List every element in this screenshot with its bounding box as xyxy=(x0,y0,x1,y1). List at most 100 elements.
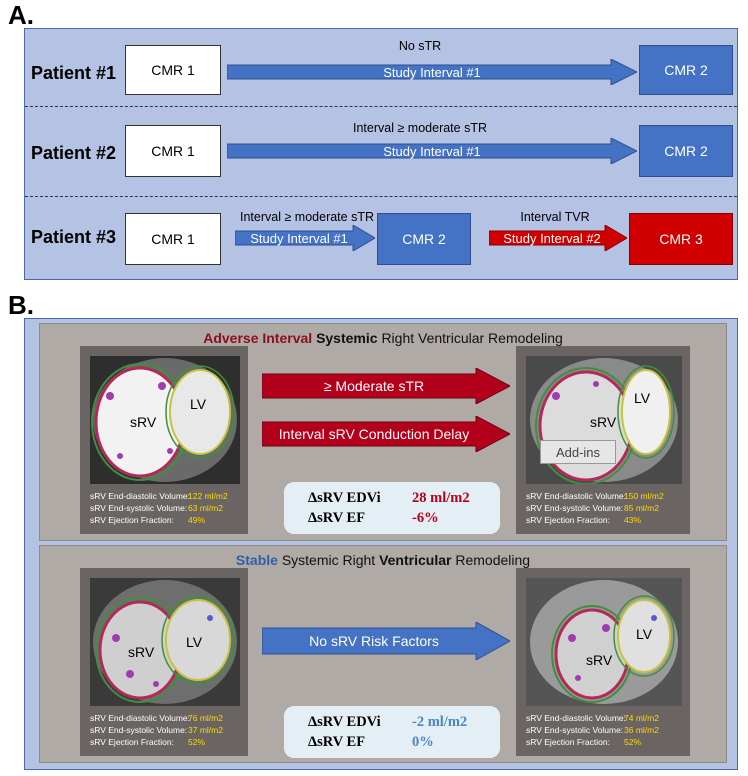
row-divider xyxy=(25,196,737,197)
heading-word: Remodeling xyxy=(455,552,531,568)
arrow-label: Interval sRV Conduction Delay xyxy=(278,426,470,442)
cmr-image: sRV LV xyxy=(90,356,240,484)
conduction-delay-arrow: Interval sRV Conduction Delay xyxy=(262,416,510,452)
adverse-heading: Adverse Interval Systemic Right Ventricu… xyxy=(40,330,726,346)
cmr-1-box: CMR 1 xyxy=(125,213,221,265)
lv-label: LV xyxy=(186,634,203,650)
metric-name: sRV End-systolic Volume: xyxy=(90,725,188,735)
metric-name: sRV End-systolic Volume: xyxy=(526,503,624,513)
metric-value: 52% xyxy=(188,737,206,747)
delta-value: 28 ml/m2 xyxy=(412,490,470,506)
cmr-image: sRV LV xyxy=(90,578,240,706)
delta-value: 0% xyxy=(412,734,434,750)
arrow-shape xyxy=(489,225,627,251)
post-cmr-image-panel: sRV LV sRV End-diastolic Volume: 74 ml/m… xyxy=(516,568,690,756)
metric-name: sRV End-diastolic Volume: xyxy=(526,491,627,501)
heart-graphic xyxy=(90,578,240,706)
metric-name: sRV End-diastolic Volume: xyxy=(526,713,627,723)
metric-value: 150 ml/m2 xyxy=(624,491,664,501)
heading-word: Systemic Right xyxy=(281,552,376,568)
metric-value: 63 ml/m2 xyxy=(188,503,223,513)
pre-cmr-image-panel: sRV LV sRV End-diastolic Volume: 122 ml/… xyxy=(80,346,248,534)
section-a-label: A. xyxy=(8,0,34,30)
adverse-remodeling-card: Adverse Interval Systemic Right Ventricu… xyxy=(39,323,727,541)
study-interval-label: Study Interval #1 xyxy=(383,143,481,159)
section-b-label: B. xyxy=(8,290,34,320)
heart-graphic xyxy=(526,578,682,706)
arrow-shape xyxy=(262,622,510,660)
study-interval-label: Study Interval #1 xyxy=(383,64,481,80)
cmr-1-box: CMR 1 xyxy=(125,125,221,177)
arrow-shape xyxy=(262,368,510,404)
delta-value: -6% xyxy=(412,510,439,526)
post-cmr-image-panel: sRV LV Add-ins sRV End-diastolic Volume:… xyxy=(516,346,690,534)
cmr-3-box: CMR 3 xyxy=(629,213,733,265)
srv-label: sRV xyxy=(130,414,157,430)
no-risk-factors-arrow: No sRV Risk Factors xyxy=(262,622,510,660)
delta-summary-box: ΔsRV EDVi 28 ml/m2 ΔsRV EF -6% xyxy=(284,482,500,534)
study-interval-arrow: Study Interval #1 xyxy=(235,225,375,251)
delta-name: ΔsRV EDVi xyxy=(308,714,381,730)
metric-name: sRV Ejection Fraction: xyxy=(90,737,174,747)
metric-name: sRV End-diastolic Volume: xyxy=(90,491,191,501)
lv-label: LV xyxy=(636,626,653,642)
lv-label: LV xyxy=(190,396,207,412)
patient-timeline-panel: Patient #1 CMR 1 No sTR Study Interval #… xyxy=(24,28,738,280)
heading-word: Systemic xyxy=(316,330,378,346)
metric-value: 52% xyxy=(624,737,642,747)
arrow-shape xyxy=(262,416,510,452)
study-interval-label: Study Interval #1 xyxy=(250,230,348,246)
metric-value: 85 ml/m2 xyxy=(624,503,659,513)
metric-value: 74 ml/m2 xyxy=(624,713,659,723)
cmr-2-box: CMR 2 xyxy=(377,213,471,265)
study-interval-label: Study Interval #2 xyxy=(503,230,601,246)
interval-finding-text: Interval ≥ moderate sTR xyxy=(240,210,374,224)
metric-value: 43% xyxy=(624,515,642,525)
interval-finding-text: Interval ≥ moderate sTR xyxy=(353,121,487,135)
metric-value: 49% xyxy=(188,515,206,525)
patient-1-label: Patient #1 xyxy=(31,63,117,83)
patient-3-label: Patient #3 xyxy=(31,227,117,247)
moderate-str-arrow: ≥ Moderate sTR xyxy=(262,368,510,404)
metric-value: 36 ml/m2 xyxy=(624,725,659,735)
heading-word: Ventricular xyxy=(379,552,452,568)
remodeling-panel: Adverse Interval Systemic Right Ventricu… xyxy=(24,318,738,770)
arrow-shape xyxy=(227,59,637,85)
arrow-label: ≥ Moderate sTR xyxy=(323,378,425,394)
metric-name: sRV Ejection Fraction: xyxy=(526,737,610,747)
metric-name: sRV End-systolic Volume: xyxy=(90,503,188,513)
cmr-2-box: CMR 2 xyxy=(639,45,733,95)
metric-name: sRV Ejection Fraction: xyxy=(526,515,610,525)
metric-name: sRV Ejection Fraction: xyxy=(90,515,174,525)
study-interval-arrow: Study Interval #1 xyxy=(227,138,637,164)
heart-graphic xyxy=(90,356,240,484)
arrow-shape xyxy=(227,138,637,164)
delta-summary-box: ΔsRV EDVi -2 ml/m2 ΔsRV EF 0% xyxy=(284,706,500,758)
metric-name: sRV End-systolic Volume: xyxy=(526,725,624,735)
interval-finding-text: Interval TVR xyxy=(520,210,590,224)
metrics-list: sRV End-diastolic Volume: 76 ml/m2 sRV E… xyxy=(90,712,250,748)
cmr-2-box: CMR 2 xyxy=(639,125,733,177)
metrics-list: sRV End-diastolic Volume: 150 ml/m2 sRV … xyxy=(526,490,690,526)
heading-word: Ventricular Remodeling xyxy=(418,330,563,346)
patient-2-label: Patient #2 xyxy=(31,143,117,163)
pre-cmr-image-panel: sRV LV sRV End-diastolic Volume: 76 ml/m… xyxy=(80,568,248,756)
metrics-list: sRV End-diastolic Volume: 74 ml/m2 sRV E… xyxy=(526,712,690,748)
delta-value: -2 ml/m2 xyxy=(412,714,468,730)
stable-remodeling-card: Stable Systemic Right Ventricular Remode… xyxy=(39,545,727,763)
stable-heading: Stable Systemic Right Ventricular Remode… xyxy=(40,552,726,568)
delta-name: ΔsRV EF xyxy=(308,734,366,750)
srv-label: sRV xyxy=(590,414,617,430)
interval-finding-text: No sTR xyxy=(398,39,442,53)
heading-word: Right xyxy=(381,330,415,346)
metric-value: 76 ml/m2 xyxy=(188,713,223,723)
heading-adverse-term: Adverse Interval xyxy=(203,330,313,346)
delta-name: ΔsRV EF xyxy=(308,510,366,526)
study-interval-arrow: Study Interval #1 xyxy=(227,59,637,85)
cmr-1-box: CMR 1 xyxy=(125,45,221,95)
srv-label: sRV xyxy=(586,652,613,668)
metric-name: sRV End-diastolic Volume: xyxy=(90,713,191,723)
metric-value: 122 ml/m2 xyxy=(188,491,228,501)
study-interval-2-arrow: Study Interval #2 xyxy=(489,225,627,251)
add-ins-button[interactable]: Add-ins xyxy=(540,440,616,464)
